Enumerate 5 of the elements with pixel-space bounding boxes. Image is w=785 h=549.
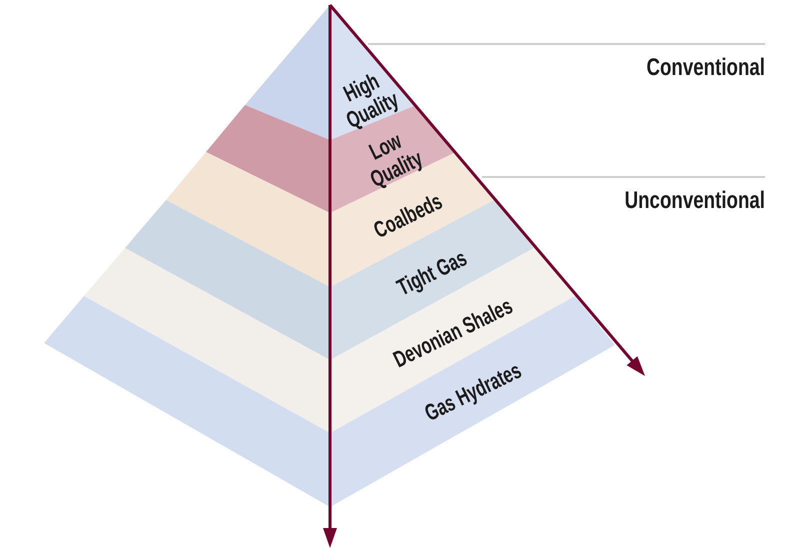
section-label: Conventional: [646, 56, 765, 80]
pyramid-layer: [44, 296, 615, 507]
pyramid-layer: [84, 248, 575, 433]
section-label: Unconventional: [624, 189, 765, 213]
layer-label: Tight Gas: [393, 245, 471, 301]
